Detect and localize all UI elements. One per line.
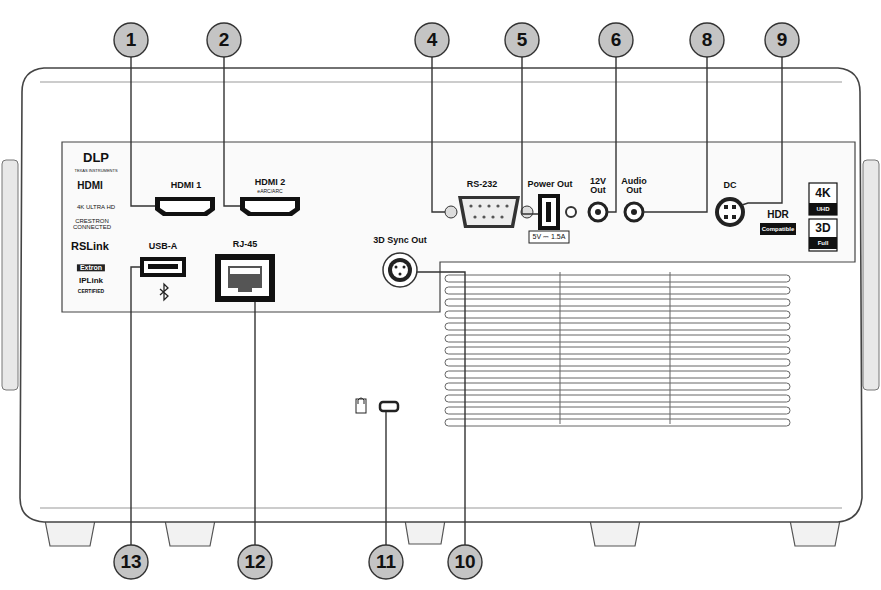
vent-slot (445, 371, 790, 378)
logo-text: TEXAS INSTRUMENTS (74, 169, 117, 173)
vent-slot (445, 419, 790, 426)
callout-number: 2 (219, 30, 230, 50)
callout-number: 8 (702, 30, 713, 50)
port-label: Audio Out (619, 177, 649, 196)
callout-number: 5 (517, 30, 528, 50)
port-label: DC (724, 181, 737, 190)
port-label: 12V Out (586, 177, 610, 196)
port-label: RJ-45 (233, 240, 258, 249)
callout-number: 4 (427, 30, 438, 50)
badge-text: 3D (815, 222, 830, 235)
badge-text: HDR (767, 210, 789, 221)
logo-text: DLP (83, 151, 109, 165)
badge-text: 4K (815, 187, 830, 200)
vent-divider (670, 272, 671, 424)
logo-text: CRESTRON CONNECTED (70, 218, 114, 231)
port-label: HDMI 2 (255, 178, 286, 187)
port-label: HDMI 1 (171, 181, 202, 190)
port-label: 3D Sync Out (373, 236, 427, 245)
vent-slot (445, 347, 790, 354)
vent-slot (445, 323, 790, 330)
vent-slot (445, 299, 790, 306)
callout-number: 1 (126, 30, 137, 50)
vent-slot (445, 383, 790, 390)
vent-slot (445, 335, 790, 342)
logo-text: HDMI (77, 181, 103, 192)
logo-text: 4K ULTRA HD (77, 204, 115, 210)
port-label: USB-A (149, 242, 178, 251)
vent-slot (445, 359, 790, 366)
logo-text: IPLink (79, 277, 103, 285)
port-label: Power Out (527, 180, 572, 189)
callout-number: 13 (120, 552, 141, 572)
vent-slot (445, 287, 790, 294)
callout-number: 6 (611, 30, 622, 50)
callout-number: 11 (376, 552, 396, 572)
port-label: RS-232 (467, 180, 498, 189)
logo-text: Extron (77, 264, 105, 271)
vent-divider (560, 272, 561, 424)
callout-number: 12 (244, 552, 265, 572)
rating-label: 5V ⎓ 1.5A (533, 233, 566, 240)
badge-text: Compatible (762, 226, 795, 232)
vent-slot (445, 311, 790, 318)
port-sublabel: eARC/ARC (257, 189, 282, 194)
logo-text: CERTIFIED (78, 289, 104, 294)
logo-text: RSLink (71, 241, 109, 253)
vent-slot (445, 395, 790, 402)
badge-text: Full (818, 240, 829, 246)
callout-number: 9 (777, 30, 788, 50)
vent-slot (445, 275, 790, 282)
callout-number: 10 (454, 552, 475, 572)
badge-text: UHD (817, 206, 830, 212)
vent-slot (445, 407, 790, 414)
